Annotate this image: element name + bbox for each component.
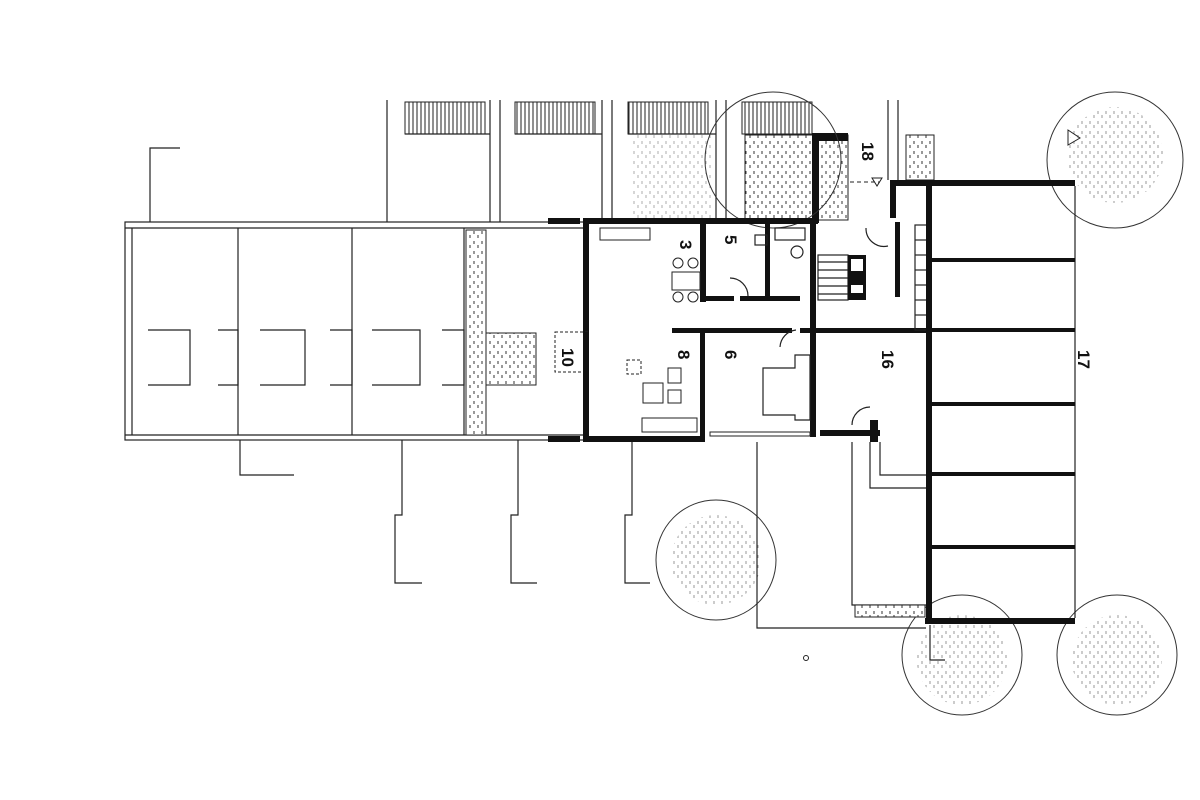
room-label-10: 10 [558, 348, 577, 367]
left-wing [124, 147, 650, 584]
garage-block [890, 180, 1076, 624]
lower-courtyard [756, 442, 945, 661]
tree-icon [704, 91, 842, 229]
central-dwelling [554, 218, 931, 442]
room-label-8: 8 [674, 350, 693, 359]
tree-icon [1046, 91, 1184, 229]
room-label-6: 6 [721, 350, 740, 359]
room-label-18: 18 [858, 142, 877, 161]
room-label-3: 3 [676, 240, 695, 249]
tree-icon [901, 594, 1023, 716]
room-label-5: 5 [721, 235, 740, 244]
tree-icon [655, 499, 777, 621]
trees [655, 91, 1184, 716]
staircase [817, 222, 931, 331]
top-gardens [386, 100, 935, 223]
tree-icon [1056, 594, 1178, 716]
room-label-16: 16 [878, 350, 897, 369]
entrance-arrow-icon [871, 177, 883, 187]
room-label-17: 17 [1074, 350, 1093, 369]
